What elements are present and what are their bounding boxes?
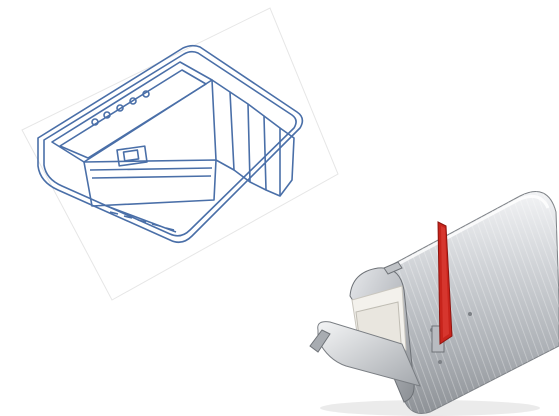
drawing-card — [21, 7, 339, 301]
mailbox-icon — [309, 191, 559, 416]
wireframe-drawing — [21, 7, 339, 301]
device-wireframe-icon — [37, 44, 304, 244]
